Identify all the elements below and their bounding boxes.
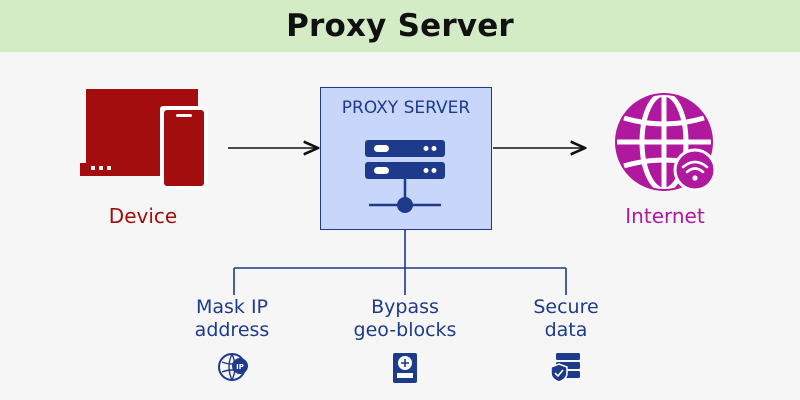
- device-label: Device: [108, 204, 178, 228]
- feature-connectors: [233, 230, 567, 295]
- feature-bypass-geo-line2: geo-blocks: [353, 319, 457, 341]
- secure-data-icon: [550, 353, 580, 383]
- page-title: Proxy Server: [286, 8, 514, 44]
- feature-bypass-geo-line1: Bypass: [371, 296, 439, 318]
- internet-label: Internet: [625, 204, 705, 228]
- feature-secure-data-line1: Secure: [533, 296, 599, 318]
- wifi-badge-icon: [673, 148, 717, 192]
- proxy-server-label: PROXY SERVER: [341, 98, 471, 118]
- feature-mask-ip: Mask IP address: [157, 296, 307, 342]
- mask-ip-icon: IP: [218, 353, 248, 382]
- feature-bypass-geo: Bypass geo-blocks: [330, 296, 480, 342]
- server-icon: [365, 140, 445, 213]
- device-icon: [80, 89, 208, 190]
- feature-secure-data: Secure data: [491, 296, 641, 342]
- title-bar: Proxy Server: [0, 0, 800, 52]
- proxy-server-node: PROXY SERVER: [320, 87, 492, 230]
- feature-mask-ip-line1: Mask IP: [195, 296, 269, 318]
- geo-block-icon: [393, 353, 417, 383]
- feature-secure-data-line2: data: [544, 319, 588, 341]
- ip-badge-text: IP: [236, 363, 244, 371]
- feature-mask-ip-line2: address: [194, 319, 270, 341]
